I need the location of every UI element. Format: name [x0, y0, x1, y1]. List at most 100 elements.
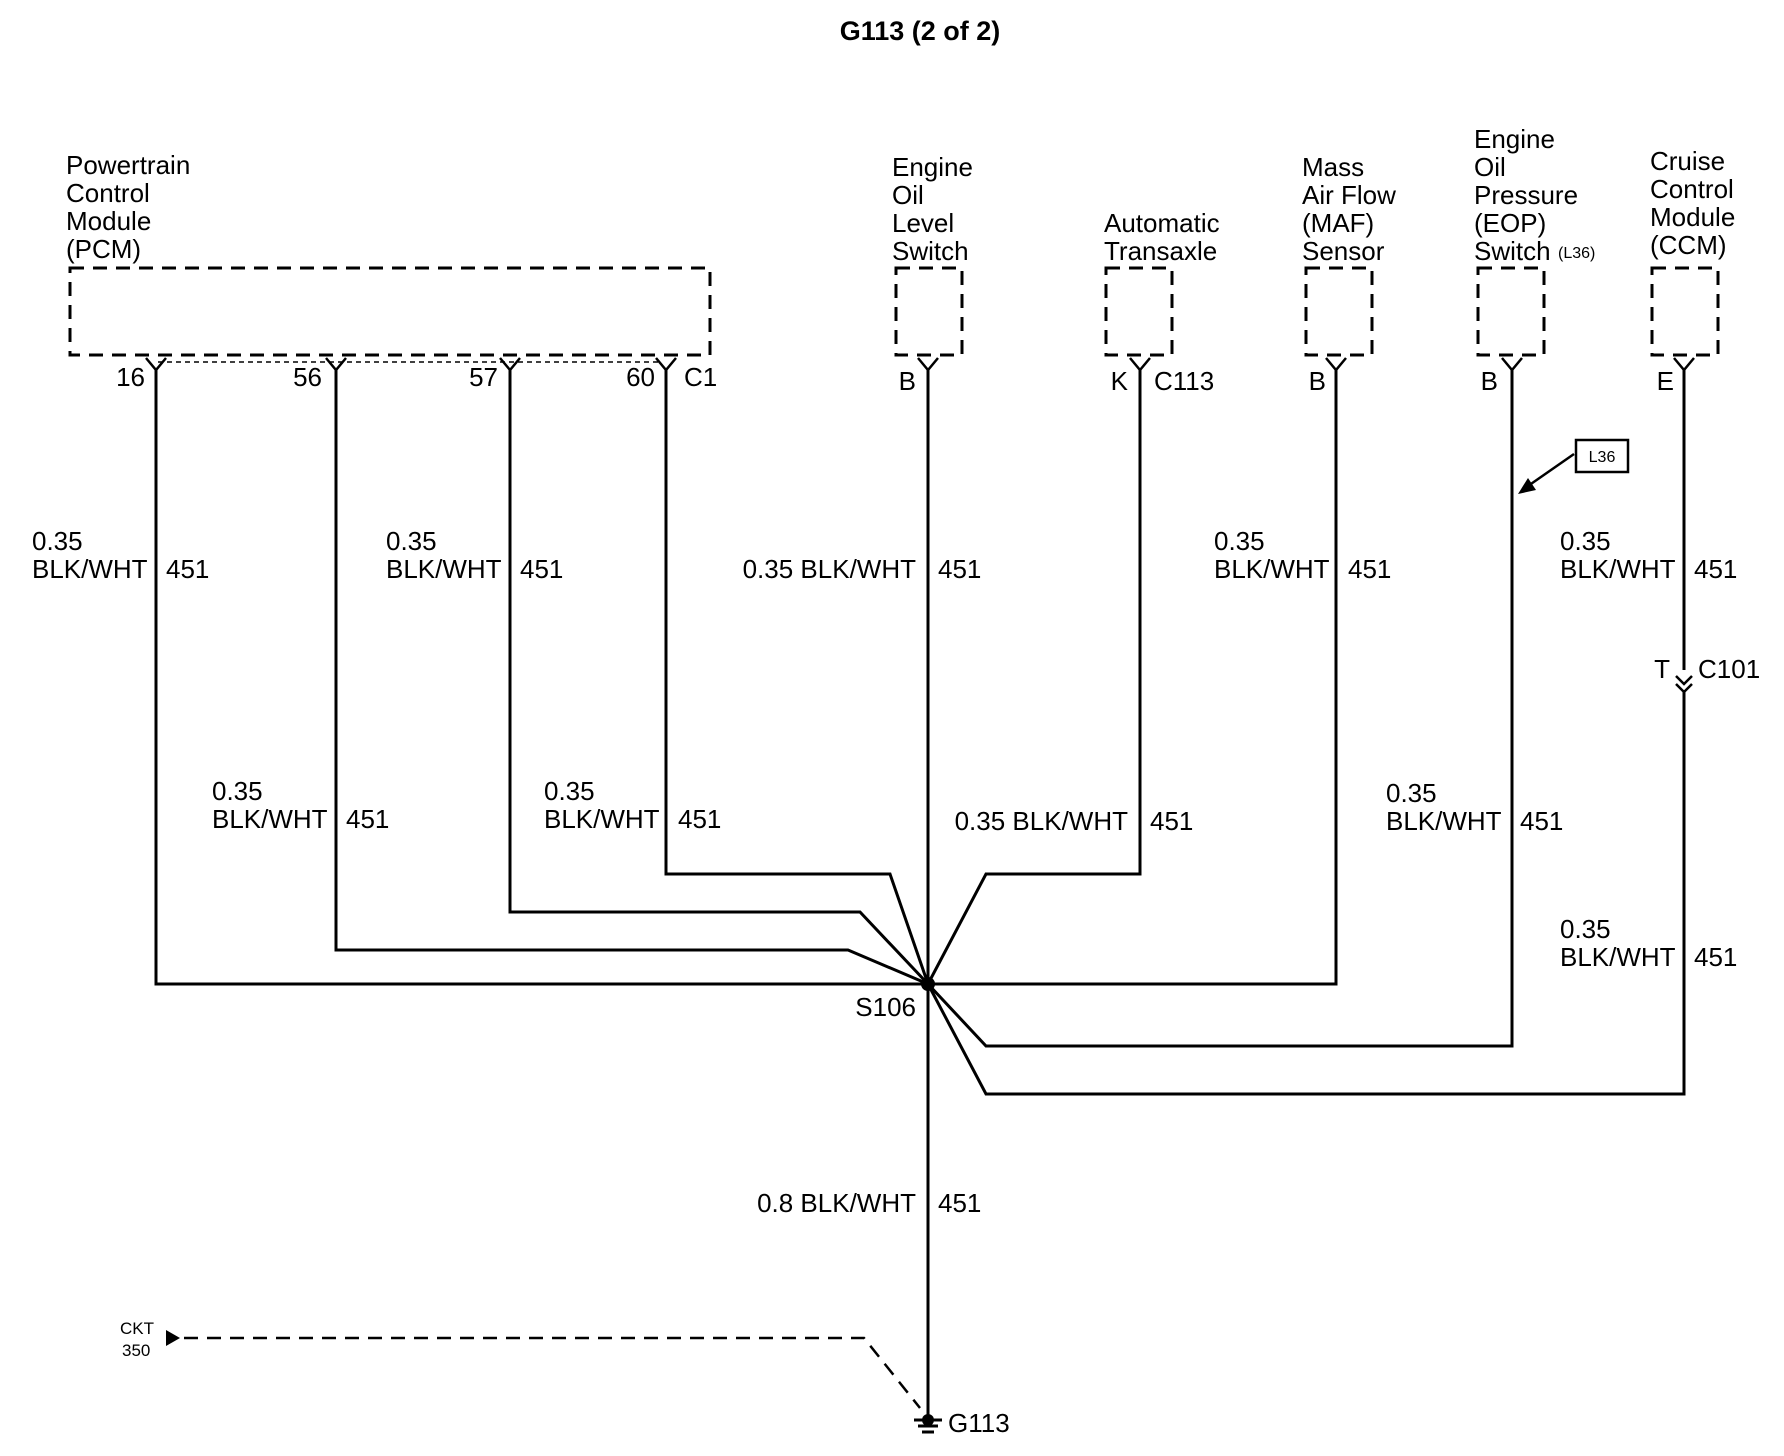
- wire-label-ccm-lower-circuit: 451: [1694, 942, 1737, 972]
- wire-pcm-60: [664, 368, 930, 985]
- eop-label-line-4: (EOP): [1474, 208, 1546, 238]
- ccm-label-line-3: Module: [1650, 202, 1735, 232]
- diagram-title: G113 (2 of 2): [840, 16, 1001, 46]
- wire-label-maf-gauge: 0.35: [1214, 526, 1265, 556]
- wire-label-maf-circuit: 451: [1348, 554, 1391, 584]
- wire-label-ccm-lower-color: BLK/WHT: [1560, 942, 1676, 972]
- ckt-ref-line-2: 350: [122, 1341, 150, 1360]
- pcm-pin-57: 57: [469, 362, 498, 392]
- wire-label-pcm56-gauge: 0.35: [212, 776, 263, 806]
- wire-label-pcm56-circuit: 451: [346, 804, 389, 834]
- wire-ccm: [926, 368, 1693, 1096]
- ckt-ref-arrow: [166, 1330, 180, 1346]
- wire-label-ccm-upper-color: BLK/WHT: [1560, 554, 1676, 584]
- wire-label-pcm60-gauge: 0.35: [544, 776, 595, 806]
- ckt-ref-line-1: CKT: [120, 1319, 154, 1338]
- oil-level-switch-label: Engine Oil Level Switch: [892, 152, 973, 266]
- transaxle-label-line-1: Automatic: [1104, 208, 1220, 238]
- eop-switch-label: Engine Oil Pressure (EOP) Switch (L36): [1474, 124, 1595, 266]
- pcm-label: Powertrain Control Module (PCM): [66, 150, 190, 264]
- wire-label-ccm-upper-circuit: 451: [1694, 554, 1737, 584]
- ccm-label-line-4: (CCM): [1650, 230, 1727, 260]
- wire-label-eop-circuit: 451: [1520, 806, 1563, 836]
- eop-label-line-5: Switch: [1474, 236, 1551, 266]
- wire-label-pcm57-gauge: 0.35: [386, 526, 437, 556]
- pcm-label-line-2: Control: [66, 178, 150, 208]
- eop-pin-b: B: [1481, 366, 1498, 396]
- maf-pin-b: B: [1309, 366, 1326, 396]
- pcm-pin-56: 56: [293, 362, 322, 392]
- transaxle-box: [1104, 266, 1174, 357]
- ccm-pin-e: E: [1657, 366, 1674, 396]
- pcm-pin-16: 16: [116, 362, 145, 392]
- wire-label-pcm16-gauge: 0.35: [32, 526, 83, 556]
- l36-tag-arrow-line: [1527, 452, 1575, 488]
- eop-label-line-3: Pressure: [1474, 180, 1578, 210]
- ccm-label-line-1: Cruise: [1650, 146, 1725, 176]
- pcm-pin-60: 60: [626, 362, 655, 392]
- wire-eop: [926, 368, 1514, 1048]
- ccm-label-line-2: Control: [1650, 174, 1734, 204]
- l36-tag-label: L36: [1589, 449, 1616, 466]
- oil-level-label-line-3: Level: [892, 208, 954, 238]
- wire-transaxle: [926, 368, 1142, 985]
- wire-label-transaxle-gauge-color: 0.35 BLK/WHT: [955, 806, 1129, 836]
- splice-s106-dot: [921, 977, 935, 991]
- oil-level-label-line-1: Engine: [892, 152, 973, 182]
- maf-label-line-4: Sensor: [1302, 236, 1385, 266]
- ground-g113-label: G113: [948, 1408, 1010, 1438]
- maf-label-line-1: Mass: [1302, 152, 1364, 182]
- wire-label-pcm57-circuit: 451: [520, 554, 563, 584]
- maf-label-line-3: (MAF): [1302, 208, 1374, 238]
- wire-label-pcm16-color: BLK/WHT: [32, 554, 148, 584]
- transaxle-label-line-2: Transaxle: [1104, 236, 1217, 266]
- wire-pcm-56: [334, 368, 929, 986]
- eop-label-note: (L36): [1558, 245, 1595, 262]
- transaxle-connector-c113: C113: [1154, 366, 1214, 396]
- ccm-inline-pin-t: T: [1654, 654, 1670, 684]
- transaxle-pin-k: K: [1111, 366, 1129, 396]
- wire-label-pcm57-color: BLK/WHT: [386, 554, 502, 584]
- wire-maf: [928, 368, 1338, 986]
- ccm-label: Cruise Control Module (CCM): [1650, 146, 1735, 260]
- wire-label-eop-gauge: 0.35: [1386, 778, 1437, 808]
- pcm-label-line-1: Powertrain: [66, 150, 190, 180]
- ground-g113-symbol: [914, 1406, 942, 1434]
- wire-label-oil-level-circuit: 451: [938, 554, 981, 584]
- wire-label-ccm-upper-gauge: 0.35: [1560, 526, 1611, 556]
- oil-level-label-line-4: Switch: [892, 236, 969, 266]
- wire-label-pcm56-color: BLK/WHT: [212, 804, 328, 834]
- eop-switch-box: [1476, 266, 1546, 357]
- ccm-inline-connector-c101: C101: [1698, 654, 1760, 684]
- splice-s106-label: S106: [855, 992, 916, 1022]
- pcm-label-line-4: (PCM): [66, 234, 141, 264]
- maf-sensor-box: [1304, 266, 1374, 357]
- wire-label-ground-circuit: 451: [938, 1188, 981, 1218]
- wire-label-pcm60-color: BLK/WHT: [544, 804, 660, 834]
- maf-label-line-2: Air Flow: [1302, 180, 1396, 210]
- wire-label-eop-color: BLK/WHT: [1386, 806, 1502, 836]
- oil-level-pin-b: B: [899, 366, 916, 396]
- l36-tag-box: [1574, 438, 1630, 474]
- wire-label-pcm16-circuit: 451: [166, 554, 209, 584]
- wire-label-ground-gauge-color: 0.8 BLK/WHT: [757, 1188, 916, 1218]
- transaxle-label: Automatic Transaxle: [1104, 208, 1220, 266]
- eop-label-line-2: Oil: [1474, 152, 1506, 182]
- wire-pcm-16: [154, 368, 928, 986]
- wire-label-pcm60-circuit: 451: [678, 804, 721, 834]
- pcm-connector-c1: C1: [684, 362, 717, 392]
- ckt-350-dashed-wire: [184, 1336, 921, 1409]
- wire-label-transaxle-circuit: 451: [1150, 806, 1193, 836]
- pcm-label-line-3: Module: [66, 206, 151, 236]
- l36-tag-arrow-head: [1518, 478, 1536, 494]
- wire-label-ccm-lower-gauge: 0.35: [1560, 914, 1611, 944]
- pcm-box: [68, 266, 712, 357]
- eop-label-line-1: Engine: [1474, 124, 1555, 154]
- oil-level-label-line-2: Oil: [892, 180, 924, 210]
- wire-label-oil-level-gauge-color: 0.35 BLK/WHT: [743, 554, 917, 584]
- maf-sensor-label: Mass Air Flow (MAF) Sensor: [1302, 152, 1396, 266]
- ccm-box: [1650, 266, 1720, 357]
- wire-label-maf-color: BLK/WHT: [1214, 554, 1330, 584]
- wire-pcm-57: [508, 368, 930, 986]
